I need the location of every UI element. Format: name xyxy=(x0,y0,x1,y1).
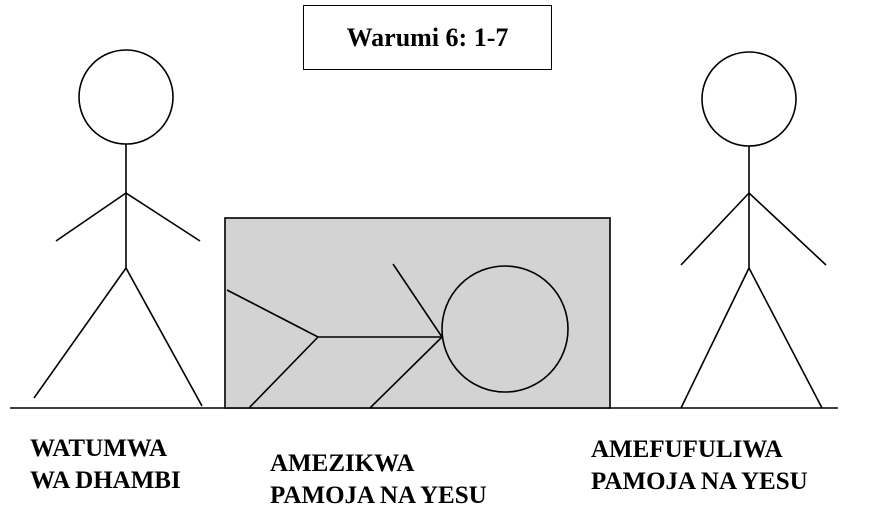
caption-right-line1: AMEFUFULIWA xyxy=(591,436,783,463)
left-figure-left-leg xyxy=(33,267,127,399)
left-figure-left-arm xyxy=(55,192,127,242)
caption-middle: AMEZIKWA PAMOJA NA YESU xyxy=(270,448,487,511)
right-figure-head xyxy=(701,51,797,147)
caption-middle-line1: AMEZIKWA xyxy=(270,450,415,477)
right-stick-figure xyxy=(680,51,827,409)
diagram-title: Warumi 6: 1-7 xyxy=(346,22,509,52)
buried-figure xyxy=(226,263,569,409)
right-figure-left-arm xyxy=(680,192,750,266)
buried-figure-upper-arm xyxy=(392,263,443,338)
right-figure-right-leg xyxy=(748,267,823,409)
caption-right: AMEFUFULIWA PAMOJA NA YESU xyxy=(591,434,808,498)
left-figure-right-leg xyxy=(125,267,203,407)
left-stick-figure xyxy=(33,49,203,407)
caption-middle-line2: PAMOJA NA YESU xyxy=(270,482,487,509)
left-figure-head xyxy=(78,49,174,145)
left-figure-right-arm xyxy=(125,192,201,242)
buried-figure-lower-arm xyxy=(369,336,443,409)
caption-right-line2: PAMOJA NA YESU xyxy=(591,468,808,495)
caption-left: WATUMWA WA DHAMBI xyxy=(30,433,181,497)
right-figure-right-arm xyxy=(748,192,827,266)
caption-left-line1: WATUMWA xyxy=(30,435,168,462)
buried-figure-lower-leg xyxy=(248,336,319,409)
buried-figure-head xyxy=(441,265,569,393)
tomb-box xyxy=(224,217,611,409)
title-box: Warumi 6: 1-7 xyxy=(303,5,552,70)
caption-left-line2: WA DHAMBI xyxy=(30,467,181,494)
buried-figure-upper-leg xyxy=(226,289,319,338)
right-figure-left-leg xyxy=(680,267,750,409)
